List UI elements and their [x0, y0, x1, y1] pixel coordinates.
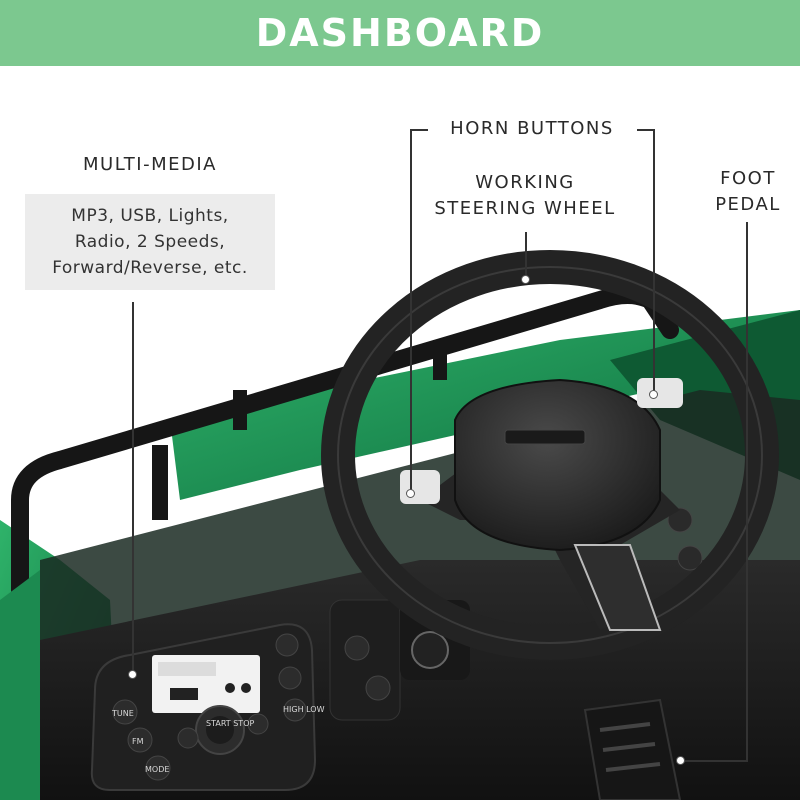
foot-pedal	[583, 698, 682, 800]
tune-label: TUNE	[111, 709, 134, 718]
steering-hub	[454, 378, 661, 552]
steering-wheel	[321, 250, 779, 660]
banner-title: DASHBOARD	[255, 11, 545, 55]
horn-button-right	[637, 378, 683, 408]
header-banner: DASHBOARD	[0, 0, 800, 66]
multimedia-callout	[132, 302, 134, 674]
steering-label-line-1: WORKING	[475, 172, 575, 193]
multimedia-panel: TUNE FM MODE START STOP HIGH LOW	[90, 623, 325, 791]
horn-callout-right-h	[637, 129, 655, 131]
steering-label-line-2: STEERING WHEEL	[434, 198, 616, 219]
steering-wheel-label: WORKING STEERING WHEEL	[420, 170, 630, 222]
multimedia-title: MULTI-MEDIA	[40, 152, 260, 178]
fm-label: FM	[132, 737, 144, 746]
steering-callout	[525, 232, 527, 280]
multimedia-description-box: MP3, USB, Lights, Radio, 2 Speeds, Forwa…	[25, 194, 275, 290]
steering-dot	[521, 275, 530, 284]
pedal-label-line-1: FOOT	[720, 168, 776, 189]
high-low-label: HIGH LOW	[283, 705, 325, 714]
mode-label: MODE	[145, 765, 169, 774]
horn-buttons-label: HORN BUTTONS	[432, 116, 632, 142]
horn-callout-left-v	[410, 129, 412, 494]
pedal-callout	[746, 222, 748, 762]
dashboard-photo: TUNE FM MODE START STOP HIGH LOW	[0, 250, 800, 800]
horn-callout-right-v	[653, 129, 655, 394]
horn-button-left	[400, 470, 440, 504]
multimedia-line-3: Forward/Reverse, etc.	[52, 258, 248, 278]
start-stop-label: START STOP	[206, 719, 254, 728]
pedal-label-line-2: PEDAL	[715, 194, 781, 215]
foot-pedal-label: FOOT PEDAL	[705, 166, 791, 218]
horn-callout-left-h	[410, 129, 428, 131]
horn-dot-right	[649, 390, 658, 399]
horn-dot-left	[406, 489, 415, 498]
multimedia-dot	[128, 670, 137, 679]
multimedia-line-2: Radio, 2 Speeds,	[74, 232, 226, 252]
pedal-callout-h	[680, 760, 748, 762]
pedal-dot	[676, 756, 685, 765]
multimedia-line-1: MP3, USB, Lights,	[71, 206, 229, 226]
